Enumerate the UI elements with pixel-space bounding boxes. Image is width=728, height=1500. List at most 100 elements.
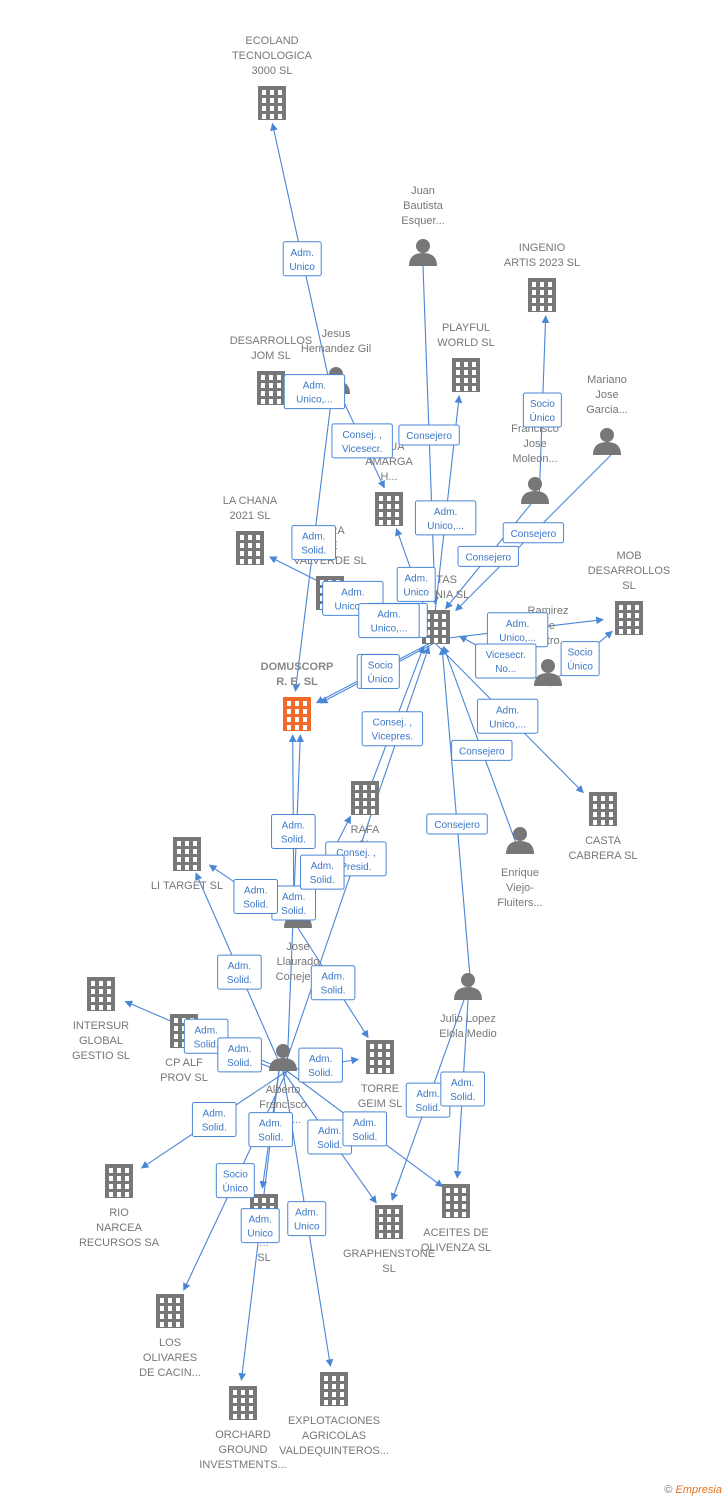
edge-label-text: Socio <box>223 1170 248 1181</box>
edge-label[interactable]: Adm.Solid. <box>440 1071 485 1107</box>
edge-label[interactable]: Adm.Solid. <box>310 965 356 1001</box>
building-window <box>185 865 189 870</box>
building-window <box>256 535 260 540</box>
building-window <box>619 605 623 610</box>
building-icon <box>156 1294 184 1328</box>
edge-label[interactable]: Adm.Solid. <box>248 1112 293 1148</box>
building-icon <box>173 837 201 871</box>
building-window <box>332 1376 336 1381</box>
node-enrique[interactable]: EnriqueViejo-Fluiters... <box>497 827 543 909</box>
building-window <box>160 1322 164 1327</box>
building-window <box>635 621 639 626</box>
edge-label[interactable]: Adm.Unico <box>282 241 322 277</box>
edge-label[interactable]: Adm.Unico <box>287 1201 327 1237</box>
node-label: Viejo- <box>506 882 534 894</box>
building-window <box>99 1005 103 1010</box>
edge-label[interactable]: Adm.Solid. <box>271 885 316 921</box>
building-window <box>442 614 446 619</box>
edge-label-box <box>299 854 345 890</box>
edge-label[interactable]: Consejero <box>457 545 519 567</box>
brand-name[interactable]: Empresia <box>675 1484 722 1496</box>
building-window <box>262 90 266 95</box>
edge-label[interactable]: Adm.Solid. <box>307 1119 352 1155</box>
edge-label[interactable]: Adm.Solid. <box>298 1047 343 1083</box>
edge-label[interactable]: Adm.Unico,... <box>476 698 539 734</box>
node-orchard[interactable]: ORCHARDGROUNDINVESTMENTS... <box>199 1386 287 1471</box>
edge-label-text: Consej. , <box>342 430 381 441</box>
building-window <box>464 386 468 391</box>
edge-label-text: Presid. <box>340 862 371 873</box>
building-window <box>609 820 613 825</box>
building-window <box>303 717 307 722</box>
edge-label[interactable]: Adm.Unico,... <box>414 500 477 536</box>
node-label: GRAPHENSTONE <box>343 1248 435 1260</box>
node-label: 3000 SL <box>252 65 293 77</box>
edge-label-text: Adm. <box>228 1044 251 1055</box>
edge-labels-layer: Adm.UnicoConsejeroSocioÚnicoAdm.Unico,..… <box>183 241 600 1244</box>
building-window <box>233 1414 237 1419</box>
node-francisco_moleon[interactable]: FranciscoJoseMoleon... <box>511 423 559 504</box>
edge-label[interactable]: Adm.Solid. <box>217 954 262 990</box>
building-window <box>462 1212 466 1217</box>
edge-label[interactable]: Adm.Unico,... <box>283 374 346 410</box>
edge-label[interactable]: Adm.Solid. <box>271 813 316 849</box>
edge-label[interactable]: Adm.Solid. <box>291 525 336 561</box>
edge-label[interactable]: Adm.Solid. <box>233 879 279 915</box>
building-window <box>464 378 468 383</box>
node-rafa[interactable]: RAFASL <box>351 781 380 851</box>
building-window <box>174 1042 178 1047</box>
edge-label-box <box>310 965 356 1001</box>
edge-label[interactable]: Consej. ,Vicepres. <box>361 711 424 747</box>
edge-label[interactable]: Adm.Unico <box>396 566 436 602</box>
edge-label[interactable]: Consej. ,Vicesecr. <box>331 423 393 459</box>
edge-label[interactable]: Vicesecr.No... <box>475 643 537 679</box>
building-window <box>395 1217 399 1222</box>
node-juan[interactable]: JuanBautistaEsquer... <box>401 185 445 266</box>
edge-label[interactable]: Consejero <box>426 813 488 835</box>
edge-label-text: Adm. <box>303 381 326 392</box>
node-mariano[interactable]: MarianoJoseGarcia... <box>586 374 628 455</box>
edge-label-box <box>283 374 346 410</box>
edge-label[interactable]: Consejero <box>451 739 513 761</box>
edge-label[interactable]: Adm.Solid. <box>191 1102 237 1138</box>
edge-label[interactable]: Adm.Solid. <box>183 1018 229 1054</box>
edge-label[interactable]: Adm.Solid. <box>217 1037 262 1073</box>
building-window <box>107 1005 111 1010</box>
edge-label-box <box>398 424 460 446</box>
building-window <box>371 801 375 806</box>
edge-label-box <box>560 641 600 677</box>
edge-label[interactable]: Adm.Unico,... <box>358 603 420 639</box>
edge-label[interactable]: Consejero <box>398 424 460 446</box>
building-window <box>379 520 383 525</box>
building-window <box>426 614 430 619</box>
edge-label[interactable]: Consejero <box>502 522 565 544</box>
edge-label-text: Adm. <box>282 892 305 903</box>
edge-label[interactable]: Adm.Unico,... <box>486 612 549 648</box>
edge-label[interactable]: Adm.Solid. <box>342 1111 388 1147</box>
node-li_target[interactable]: LI TARGET SL <box>151 837 223 892</box>
edge-label[interactable]: Adm.Solid. <box>299 854 345 890</box>
building-window <box>395 496 399 501</box>
node-explotaciones[interactable]: EXPLOTACIONESAGRICOLASVALDEQUINTEROS... <box>279 1372 389 1457</box>
edge-label[interactable]: Adm.Unico <box>240 1208 280 1244</box>
building-window <box>249 1406 253 1411</box>
